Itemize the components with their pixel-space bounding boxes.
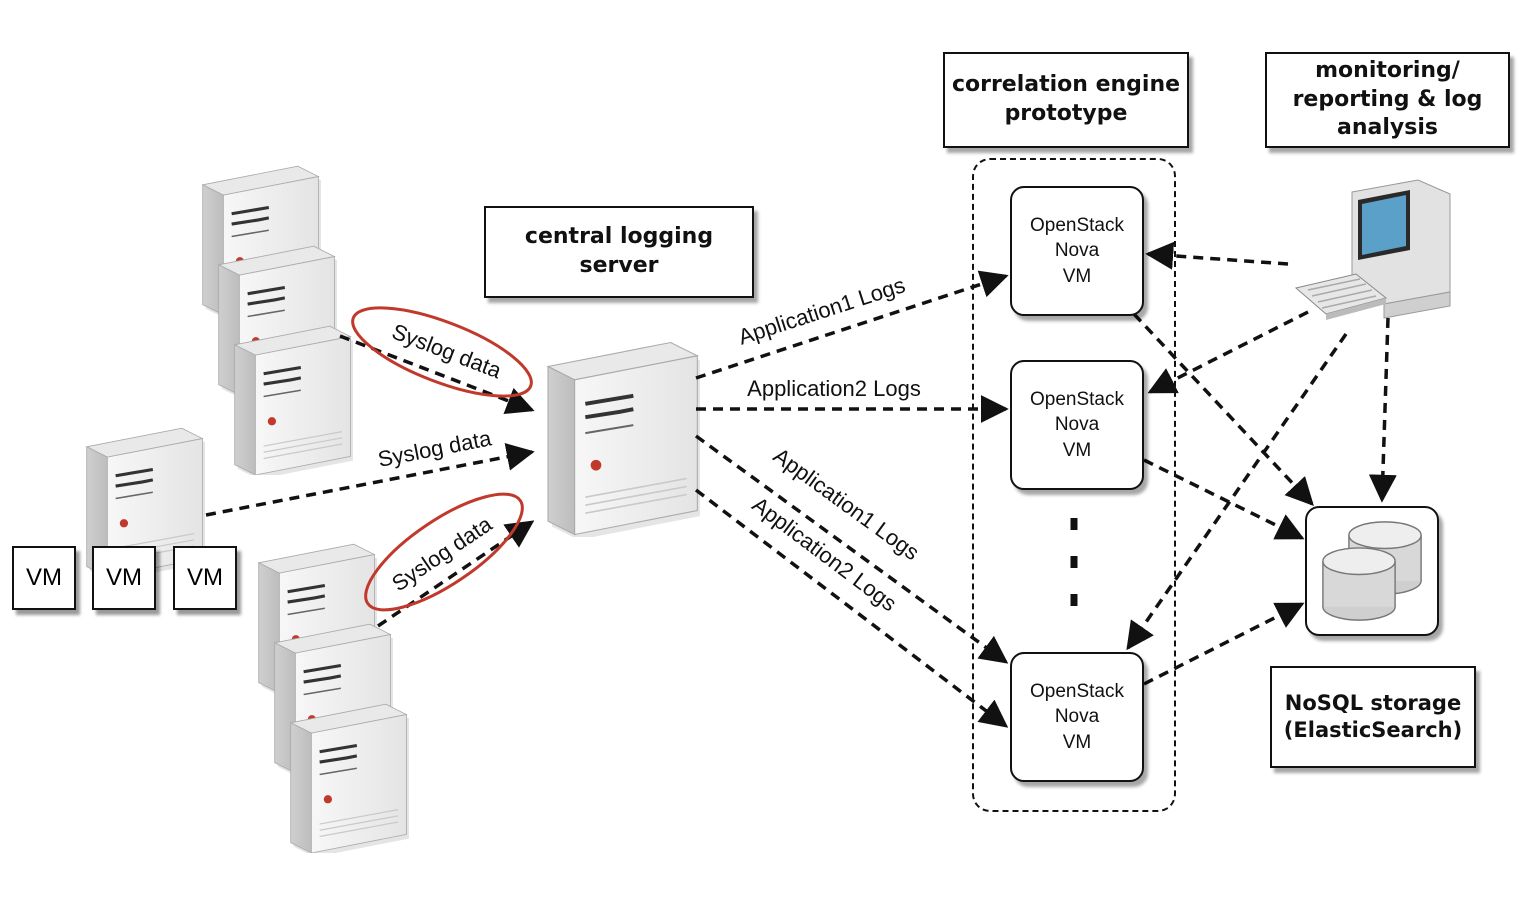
label-app2-mid: Application2 Logs (747, 376, 921, 401)
hypervisor-vm-3: VM (173, 546, 237, 610)
central-logging-server-icon (548, 343, 701, 540)
correlation-engine-cluster (972, 158, 1176, 812)
nova-vm-2: OpenStack Nova VM (1010, 360, 1144, 490)
workstation-icon (1294, 179, 1451, 320)
edge-workstation-vm2 (1147, 310, 1309, 394)
monitoring-label: monitoring/ reporting & log analysis (1265, 52, 1510, 148)
nova-vm-1: OpenStack Nova VM (1010, 186, 1144, 316)
nosql-storage-label: NoSQL storage (ElasticSearch) (1270, 666, 1476, 768)
hypervisor-vm-2: VM (92, 546, 156, 610)
edge-workstation-vm3 (1126, 333, 1348, 651)
source-server-stack-bottom (257, 542, 409, 853)
nova-vm-3: OpenStack Nova VM (1010, 652, 1144, 782)
highlight-ellipse-bottom (364, 492, 524, 612)
central-logging-label: central logging server (484, 206, 754, 298)
edge-vm3-storage (1143, 602, 1305, 686)
edge-app1-lower (694, 434, 1009, 664)
edge-app1-top (695, 270, 1009, 380)
edge-syslog-mid (205, 443, 535, 517)
edge-vm2-storage (1143, 458, 1305, 540)
source-server-stack-top (201, 164, 353, 475)
database-icon (1322, 521, 1422, 621)
edge-app2-lower (694, 488, 1009, 728)
label-app1-top: Application1 Logs (735, 272, 908, 349)
edge-workstation-vm1 (1145, 241, 1289, 270)
nosql-storage-node (1305, 506, 1439, 636)
label-app1-lower: Application1 Logs (769, 443, 924, 565)
label-syslog-mid: Syslog data (376, 425, 494, 472)
label-syslog-top: Syslog data (389, 319, 506, 384)
hypervisor-vm-1: VM (12, 546, 76, 610)
edge-vm1-storage (1132, 312, 1314, 507)
correlation-engine-label: correlation engine prototype (943, 52, 1189, 148)
label-app2-lower: Application2 Logs (748, 492, 902, 616)
highlight-ellipse-top (351, 306, 533, 398)
edge-workstation-storage (1368, 317, 1397, 503)
